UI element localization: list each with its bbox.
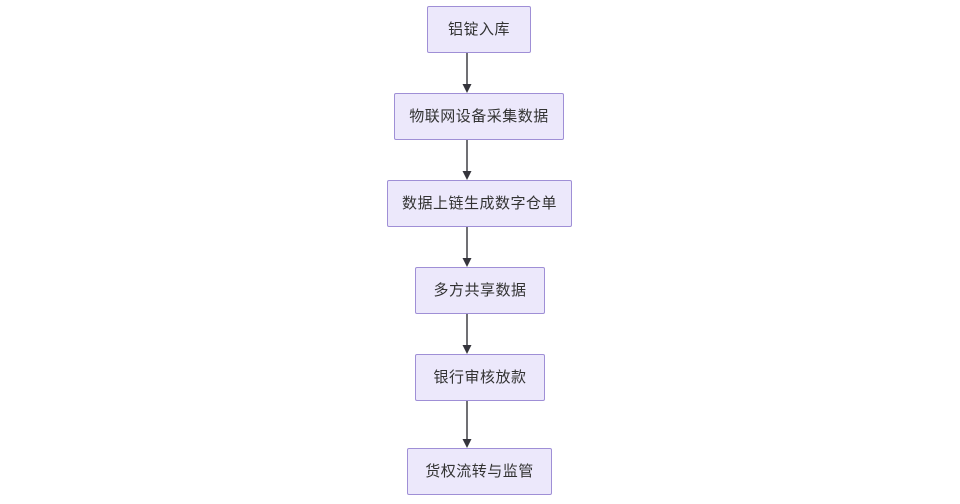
- flow-node-label: 货权流转与监管: [425, 463, 534, 480]
- flow-node-n4[interactable]: 多方共享数据: [415, 267, 545, 314]
- flow-edge-n3-to-n4: [455, 227, 479, 267]
- flow-node-label: 数据上链生成数字仓单: [401, 195, 557, 212]
- flow-edge-n1-to-n2: [455, 53, 479, 93]
- flow-node-label: 铝锭入库: [447, 21, 510, 38]
- flow-edge-n2-to-n3: [455, 140, 479, 180]
- flow-node-label: 多方共享数据: [433, 282, 527, 299]
- flow-edge-n4-to-n5: [455, 314, 479, 354]
- flow-node-n5[interactable]: 银行审核放款: [415, 354, 545, 401]
- flow-node-n3[interactable]: 数据上链生成数字仓单: [387, 180, 572, 227]
- flow-node-label: 物联网设备采集数据: [409, 108, 549, 125]
- flow-node-n2[interactable]: 物联网设备采集数据: [394, 93, 564, 140]
- flow-node-n1[interactable]: 铝锭入库: [427, 6, 531, 53]
- flow-edge-n5-to-n6: [455, 401, 479, 448]
- flow-node-n6[interactable]: 货权流转与监管: [407, 448, 552, 495]
- flow-node-label: 银行审核放款: [433, 369, 527, 386]
